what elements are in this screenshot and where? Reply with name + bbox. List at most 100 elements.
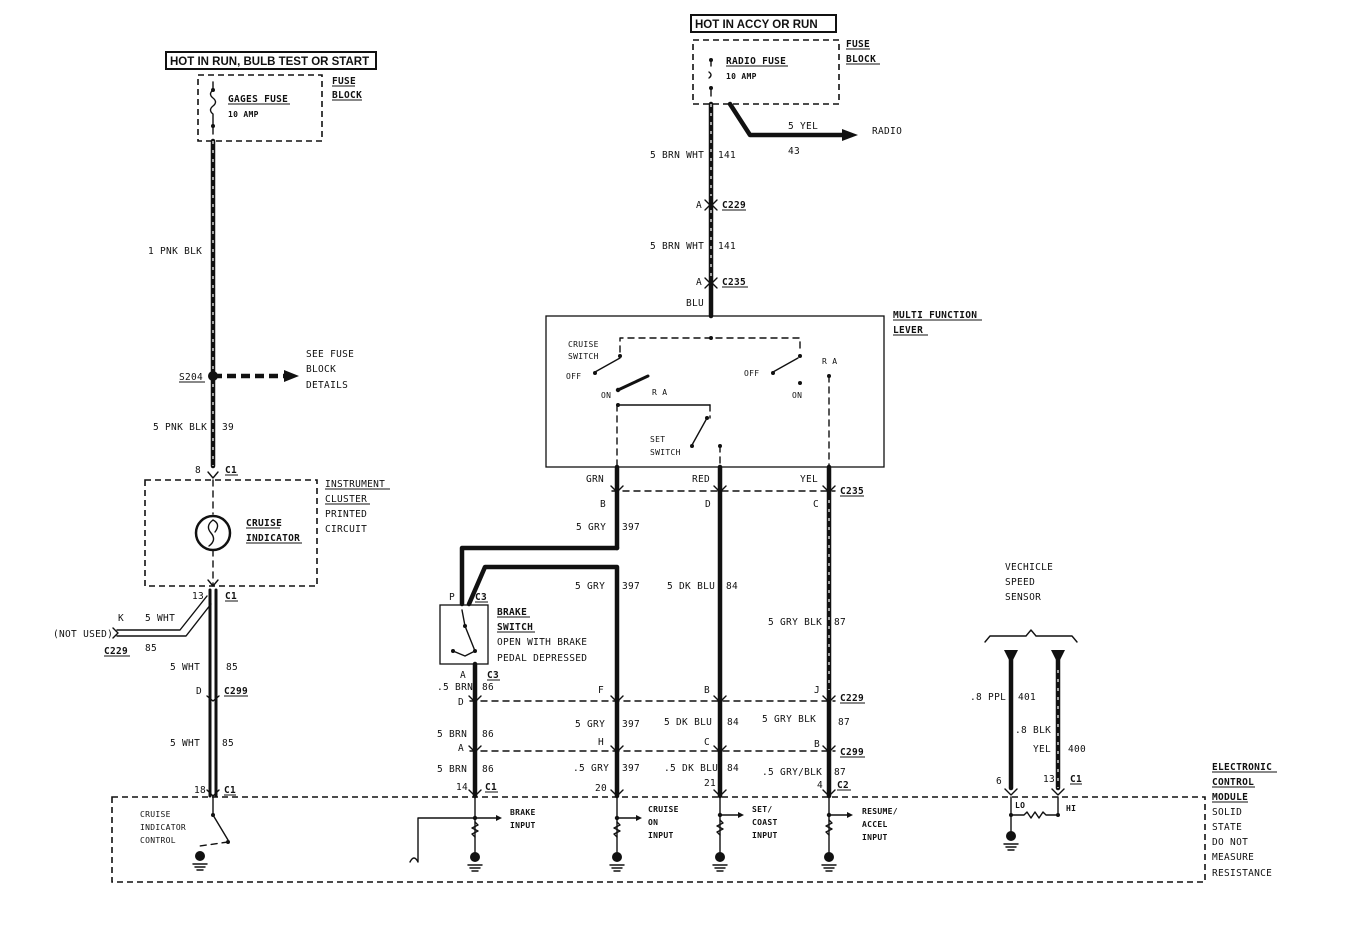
svg-text:1 PNK BLK: 1 PNK BLK [148,246,202,257]
svg-text:BLOCK: BLOCK [332,90,362,101]
svg-text:INPUT: INPUT [648,831,674,840]
svg-text:401: 401 [1018,692,1036,703]
svg-text:ON: ON [601,391,611,400]
svg-text:PEDAL DEPRESSED: PEDAL DEPRESSED [497,653,587,664]
c229-row: D F B J C229 5 GRY 397 5 DK BLU 84 5 GRY… [437,685,865,740]
svg-text:S204: S204 [179,372,203,383]
svg-text:D: D [458,697,464,708]
svg-text:C235: C235 [722,277,746,288]
radio-fuse-block: RADIO FUSE 10 AMP FUSE BLOCK [692,39,880,105]
svg-text:43: 43 [788,146,800,157]
svg-text:YEL: YEL [1033,744,1051,755]
svg-text:OPEN WITH BRAKE: OPEN WITH BRAKE [497,637,587,648]
svg-text:STATE: STATE [1212,822,1242,833]
svg-text:H: H [598,737,604,748]
radio-feed-wiring: 5 YEL 43 RADIO 5 BRN WHT 141 A C229 5 BR… [650,101,902,319]
svg-text:87: 87 [838,717,850,728]
svg-text:BRAKE: BRAKE [510,808,536,817]
instrument-cluster: 8 C1 CRUISE INDICATOR INSTRUMENT CLUSTER… [144,465,390,602]
left-lower-wiring: (NOT USED) K 5 WHT 85 C229 5 WHT 85 D C2… [53,588,248,798]
svg-text:.8 BLK: .8 BLK [1015,725,1051,736]
svg-text:BLOCK: BLOCK [306,364,336,375]
svg-text:R A: R A [822,357,837,366]
svg-text:C2: C2 [837,780,849,791]
svg-text:SET/: SET/ [752,805,772,814]
svg-text:84: 84 [726,581,738,592]
svg-text:C299: C299 [224,686,248,697]
svg-text:18: 18 [194,785,206,796]
svg-text:BLOCK: BLOCK [846,54,876,65]
svg-text:YEL: YEL [800,474,818,485]
svg-text:C1: C1 [1070,774,1082,785]
svg-text:INPUT: INPUT [862,833,888,842]
svg-text:5 WHT: 5 WHT [170,738,200,749]
svg-text:86: 86 [482,729,494,740]
svg-text:B: B [814,739,820,750]
svg-text:5 DK BLU: 5 DK BLU [664,717,712,728]
svg-text:LO: LO [1015,801,1025,810]
svg-text:INDICATOR: INDICATOR [140,823,186,832]
svg-text:ON: ON [648,818,658,827]
svg-text:13: 13 [1043,774,1055,785]
svg-text:87: 87 [834,617,846,628]
svg-text:P: P [449,592,455,603]
svg-text:39: 39 [222,422,234,433]
svg-text:BLU: BLU [686,298,704,309]
svg-text:85: 85 [226,662,238,673]
svg-text:SOLID: SOLID [1212,807,1242,818]
right-power-header: HOT IN ACCY OR RUN [690,14,837,33]
svg-text:.5 GRY: .5 GRY [573,763,609,774]
svg-text:C229: C229 [722,200,746,211]
svg-text:87: 87 [834,767,846,778]
brake-switch: P C3 BRAKE SWITCH OPEN WITH BRAKE PEDAL … [437,592,587,799]
svg-text:CONTROL: CONTROL [1212,777,1254,788]
multifunction-lever: MULTI FUNCTION LEVER CRUISE SWITCH OFF O… [545,310,982,468]
svg-text:141: 141 [718,241,736,252]
svg-text:CONTROL: CONTROL [140,836,176,845]
svg-text:INSTRUMENT: INSTRUMENT [325,479,385,490]
vehicle-speed-sensor: VECHICLE SPEED SENSOR .8 PPL 401 .8 BLK … [970,562,1086,796]
svg-text:10 AMP: 10 AMP [726,72,757,81]
svg-text:K: K [118,613,124,624]
svg-text:397: 397 [622,581,640,592]
svg-text:8: 8 [195,465,201,476]
svg-text:C1: C1 [485,782,497,793]
svg-text:SENSOR: SENSOR [1005,592,1041,603]
left-main-wire: 1 PNK BLK S204 SEE FUSE BLOCK DETAILS 5 … [148,138,354,469]
svg-text:VECHICLE: VECHICLE [1005,562,1053,573]
svg-text:SWITCH: SWITCH [650,448,681,457]
svg-text:CRUISE: CRUISE [140,810,171,819]
left-power-header: HOT IN RUN, BULB TEST OR START [165,51,377,70]
svg-text:F: F [598,685,604,696]
svg-text:RED: RED [692,474,710,485]
svg-text:5 DK BLU: 5 DK BLU [667,581,715,592]
svg-text:CLUSTER: CLUSTER [325,494,367,505]
svg-text:D: D [196,686,202,697]
svg-text:RESUME/: RESUME/ [862,807,898,816]
svg-text:FUSE: FUSE [332,76,356,87]
svg-text:5 BRN: 5 BRN [437,764,467,775]
svg-text:CRUISE: CRUISE [568,340,599,349]
svg-text:CRUISE: CRUISE [648,805,679,814]
gages-fuse-block: GAGES FUSE 10 AMP FUSE BLOCK [197,74,362,142]
svg-text:397: 397 [622,763,640,774]
radio-destination: RADIO [872,126,902,137]
svg-text:5 GRY BLK: 5 GRY BLK [762,714,816,725]
svg-text:B: B [704,685,710,696]
svg-text:ON: ON [792,391,802,400]
svg-text:ELECTRONIC: ELECTRONIC [1212,762,1272,773]
svg-text:MODULE: MODULE [1212,792,1248,803]
svg-text:10 AMP: 10 AMP [228,110,259,119]
gages-fuse-label: GAGES FUSE [228,94,288,105]
svg-text:85: 85 [222,738,234,749]
lever-outputs: GRN RED YEL C235 B D C [586,464,864,799]
svg-text:FUSE: FUSE [846,39,870,50]
svg-text:BRAKE: BRAKE [497,607,527,618]
svg-text:C1: C1 [225,591,237,602]
svg-text:INPUT: INPUT [510,821,536,830]
svg-text:5 BRN: 5 BRN [437,729,467,740]
not-used-label: (NOT USED) [53,629,113,640]
svg-text:CIRCUIT: CIRCUIT [325,524,367,535]
svg-text:SPEED: SPEED [1005,577,1035,588]
